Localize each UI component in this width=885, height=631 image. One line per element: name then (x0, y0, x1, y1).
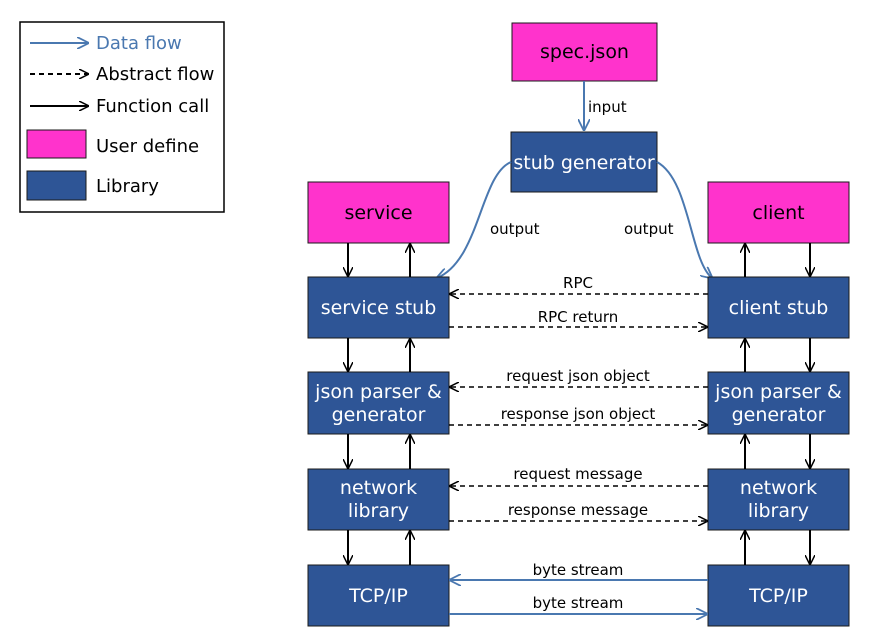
spec-json-label: spec.json (540, 41, 629, 63)
stub-generator-node (510, 131, 658, 193)
legend-library-swatch (26, 170, 87, 201)
client-tcp-node (707, 564, 850, 627)
service-network-label-1: network (340, 477, 417, 499)
rpc-label: RPC (563, 274, 593, 292)
byte-stream-label-2: byte stream (533, 594, 624, 612)
legend-user-define-label: User define (96, 136, 199, 157)
response-json-label: response json object (501, 405, 656, 423)
response-message-label: response message (508, 501, 648, 519)
output-right-arrow (656, 161, 712, 278)
legend-abstract-flow-label: Abstract flow (96, 64, 214, 85)
client-json-parser-label-1: json parser & (714, 381, 842, 403)
service-label: service (344, 202, 412, 224)
request-message-label: request message (513, 465, 642, 483)
client-json-parser-node (707, 371, 850, 435)
client-network-label-1: network (740, 477, 817, 499)
legend-data-flow-label: Data flow (96, 33, 182, 54)
service-node (307, 181, 450, 244)
client-stub-label: client stub (729, 297, 829, 319)
spec-json-node (511, 22, 658, 82)
service-network-label-2: library (348, 500, 409, 522)
byte-stream-label-1: byte stream (533, 561, 624, 579)
service-stub-label: service stub (321, 297, 437, 319)
service-json-parser-label-2: generator (332, 404, 426, 426)
service-function-calls (348, 243, 410, 565)
service-stub-node (307, 276, 450, 339)
client-label: client (752, 202, 804, 224)
input-label: input (588, 98, 627, 116)
rpc-return-label: RPC return (538, 308, 619, 326)
stub-generator-label: stub generator (513, 152, 655, 174)
client-function-calls (745, 243, 810, 565)
request-json-label: request json object (506, 367, 650, 385)
service-tcp-node (307, 564, 450, 627)
output-right-label: output (624, 220, 674, 238)
service-json-parser-node (307, 371, 450, 435)
output-left-arrow (437, 161, 512, 278)
legend-library-label: Library (96, 176, 159, 197)
client-tcp-label: TCP/IP (748, 585, 808, 607)
client-node (707, 181, 850, 244)
client-json-parser-label-2: generator (732, 404, 826, 426)
service-tcp-label: TCP/IP (348, 585, 408, 607)
client-stub-node (707, 276, 850, 339)
service-json-parser-label-1: json parser & (314, 381, 442, 403)
legend: Data flow Abstract flow Function call Us… (19, 21, 225, 213)
client-network-node (707, 468, 850, 531)
legend-user-define-swatch (26, 129, 87, 159)
service-network-node (307, 468, 450, 531)
output-left-label: output (490, 220, 540, 238)
client-network-label-2: library (748, 500, 809, 522)
legend-function-call-label: Function call (96, 96, 209, 117)
